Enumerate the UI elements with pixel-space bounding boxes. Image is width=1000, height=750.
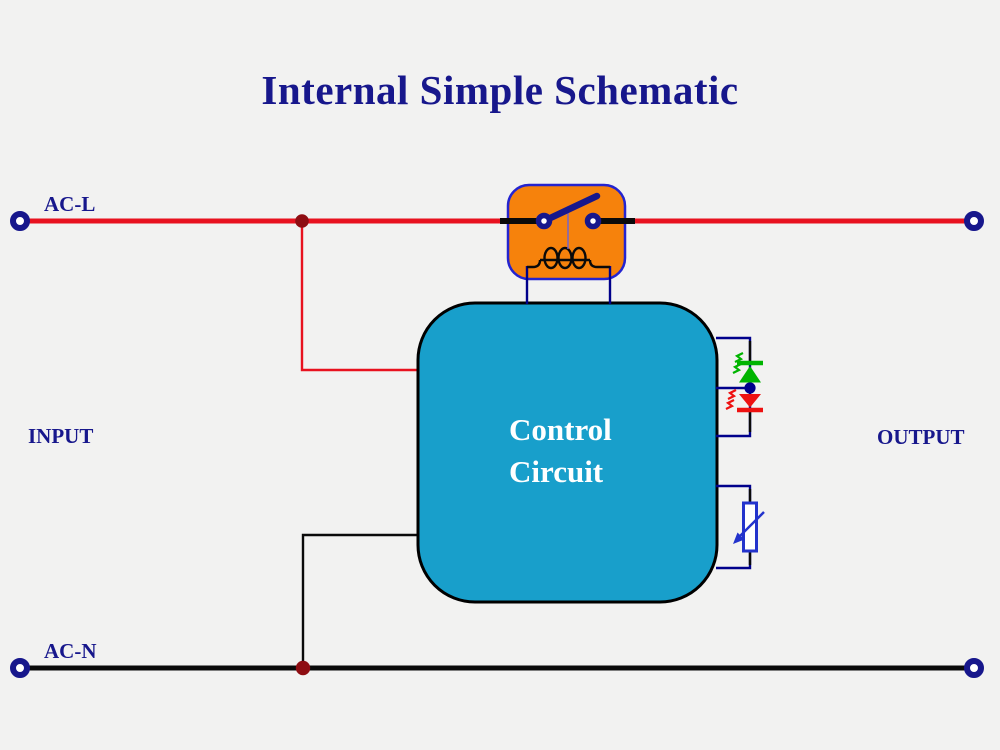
green-led-icon <box>732 352 763 383</box>
ac-l-junction-dot <box>295 214 309 228</box>
green-led-ray-1 <box>734 352 744 363</box>
red-led-ray-2 <box>725 399 735 410</box>
terminal-output-neutral <box>964 658 984 678</box>
ac-l-label: AC-L <box>44 192 96 216</box>
green-led-ray-2 <box>732 363 742 374</box>
neutral-branch-wire <box>301 533 417 666</box>
varistor-icon <box>733 501 765 553</box>
screw-terminals <box>10 211 984 678</box>
ac-n-label: AC-N <box>44 639 97 663</box>
relay-contact-right <box>584 212 602 230</box>
output-label: OUTPUT <box>877 425 965 449</box>
led-indicator-branch <box>716 336 763 438</box>
ac-n-junction-dot <box>295 660 311 676</box>
red-led-icon <box>725 389 763 413</box>
control-circuit-label: Control Circuit <box>509 409 612 493</box>
terminal-input-live <box>10 211 30 231</box>
terminal-input-neutral <box>10 658 30 678</box>
live-branch-wire <box>300 223 417 372</box>
varistor-branch <box>716 484 765 570</box>
page-title: Internal Simple Schematic <box>261 67 739 113</box>
relay-switch-lever <box>540 192 601 225</box>
input-label: INPUT <box>28 424 94 448</box>
control-circuit-label-line2: Circuit <box>509 454 604 489</box>
relay <box>500 183 635 304</box>
relay-coil <box>527 246 610 270</box>
led-junction-dot <box>744 382 756 394</box>
control-circuit-label-line1: Control <box>509 412 612 447</box>
relay-body <box>506 183 627 281</box>
red-led-ray-1 <box>727 389 737 400</box>
terminal-output-live <box>964 211 984 231</box>
control-circuit-box <box>416 301 719 604</box>
relay-contact-left <box>535 212 553 230</box>
